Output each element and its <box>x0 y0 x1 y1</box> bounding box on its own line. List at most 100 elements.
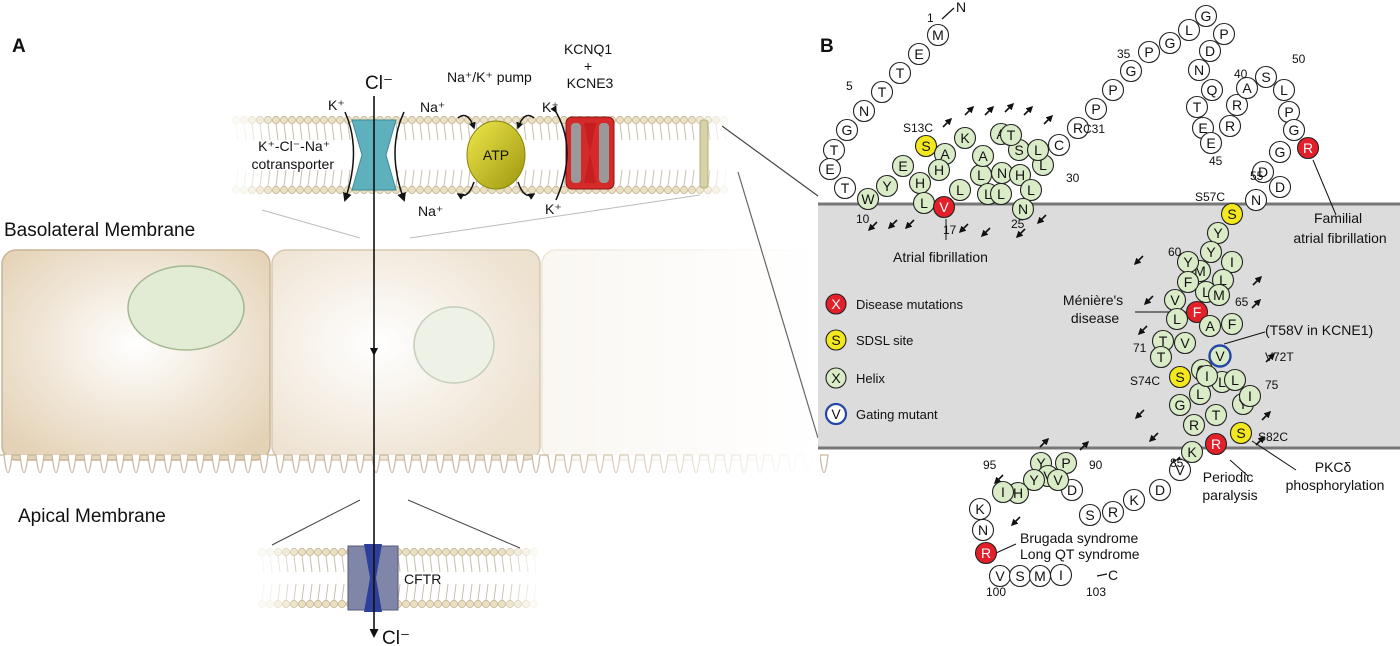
residue-letter: Y <box>1036 455 1046 471</box>
legend-symbol: V <box>831 406 841 422</box>
residue-letter: R <box>1189 417 1199 433</box>
residue-letter: E <box>825 161 834 177</box>
lipid-tail <box>259 169 263 187</box>
residue-letter: L <box>956 182 964 198</box>
residue-circle <box>1011 197 1035 221</box>
lipid-head <box>274 600 282 608</box>
residue-circle <box>1078 503 1102 527</box>
lipid-head <box>312 116 320 124</box>
residue-t: T <box>870 80 894 104</box>
orientation-arrow <box>964 105 975 116</box>
lipid-head <box>474 548 482 556</box>
residue-letter: Y <box>1183 254 1193 270</box>
residue-letter: S <box>1236 425 1245 441</box>
lipid-head <box>482 600 490 608</box>
na-influx-arrow <box>394 111 406 202</box>
residue-letter: N <box>1018 201 1028 217</box>
lipid-head <box>322 600 330 608</box>
residue-circle <box>1182 413 1206 437</box>
residue-number: 30 <box>1066 171 1080 185</box>
lipid-tail <box>501 583 505 601</box>
lipid-head <box>442 548 450 556</box>
lipid-tail <box>301 555 305 573</box>
lipid-tail <box>469 555 473 573</box>
residue-r: R <box>1101 500 1125 524</box>
residue-h: H <box>908 171 932 195</box>
lipid-tail <box>243 169 247 187</box>
residue-s: S <box>1168 365 1192 389</box>
lipid-head <box>338 600 346 608</box>
residue-p: P <box>1101 78 1125 102</box>
panel-a-label: A <box>12 36 26 57</box>
kcne3-residues: METTNGTETWYEHLSAHVLKLALANHSTLNLLLCRPPGPG… <box>818 4 1320 588</box>
lipid-tail <box>435 123 439 141</box>
epithelial-cells <box>0 240 829 490</box>
lipid-head <box>512 116 520 124</box>
residue-letter: M <box>1034 568 1046 584</box>
lipid-head <box>680 186 688 194</box>
legend-swatch <box>824 402 848 426</box>
lipid-head <box>466 548 474 556</box>
legend-text: Gating mutant <box>856 407 938 422</box>
na-left-top-label: Na⁺ <box>420 99 445 115</box>
residue-letter: T <box>878 84 887 100</box>
lipid-tail <box>531 123 535 141</box>
lipid-tail <box>453 555 457 573</box>
residue-l: L <box>1272 78 1296 102</box>
residue-letter: T <box>1159 333 1168 349</box>
lipid-head <box>248 116 256 124</box>
lipid-head <box>530 548 538 556</box>
residue-circle <box>1185 95 1209 119</box>
residue-letter: T <box>1212 407 1221 423</box>
lipid-head <box>402 600 410 608</box>
residue-circle <box>1218 114 1242 138</box>
orientation-arrow <box>1079 440 1090 451</box>
lipid-tail <box>421 555 425 573</box>
lipid-head <box>664 116 672 124</box>
lipid-head <box>418 548 426 556</box>
residue-letter: N <box>1251 192 1261 208</box>
residue-letter: R <box>1211 436 1221 452</box>
residue-circle <box>1066 116 1090 140</box>
lipid-tail <box>261 555 265 573</box>
residue-letter: L <box>1280 82 1288 98</box>
annotation-line <box>1229 459 1249 477</box>
residue-letter: D <box>1155 482 1165 498</box>
residue-letter: Y <box>1213 225 1223 241</box>
orientation-arrow <box>993 474 1004 485</box>
residue-circle <box>1168 458 1192 482</box>
membrane-band <box>818 204 1400 448</box>
residue-letter: F <box>1228 316 1237 332</box>
residue-circle <box>907 42 931 66</box>
residue-letter: P <box>1061 455 1070 471</box>
lipid-tail <box>627 123 631 141</box>
residue-letter: R <box>981 545 991 561</box>
lipid-tail <box>485 583 489 601</box>
lipid-head <box>450 548 458 556</box>
lipid-tail <box>333 583 337 601</box>
residue-letter: T <box>1157 349 1166 365</box>
lipid-tail <box>635 169 639 187</box>
lipid-tail <box>651 123 655 141</box>
cl-top-label: Cl⁻ <box>365 73 393 94</box>
residue-circle <box>1168 393 1192 417</box>
residue-p: P <box>1212 22 1236 46</box>
lipid-head <box>288 116 296 124</box>
lipid-head <box>232 116 240 124</box>
residue-number: 1 <box>927 11 934 25</box>
lipid-tail <box>291 169 295 187</box>
residue-k: K <box>1180 440 1204 464</box>
lipid-tail <box>555 123 559 141</box>
lipid-tail <box>413 555 417 573</box>
residue-circle <box>1220 202 1244 226</box>
residue-circle <box>1282 118 1306 142</box>
lipid-tail <box>309 583 313 601</box>
lipid-tail <box>485 555 489 573</box>
lipid-head <box>536 116 544 124</box>
lipid-head <box>450 600 458 608</box>
lipid-head <box>522 548 530 556</box>
lipid-head <box>656 186 664 194</box>
residue-circle <box>1207 283 1231 307</box>
residue-circle <box>833 176 857 200</box>
